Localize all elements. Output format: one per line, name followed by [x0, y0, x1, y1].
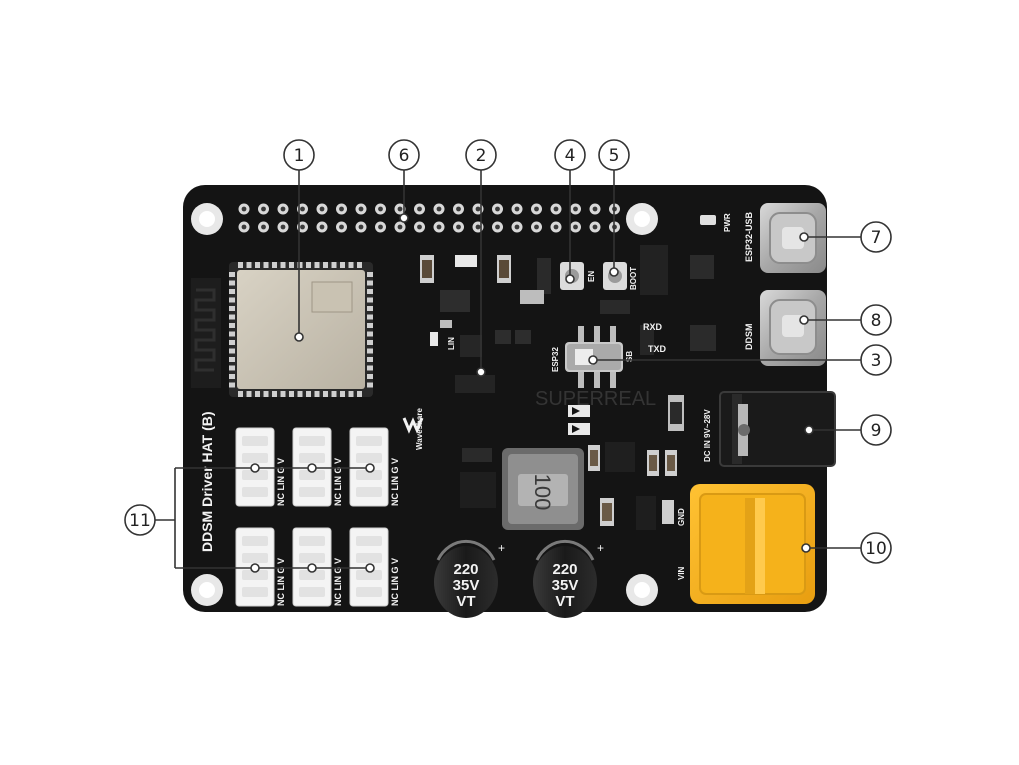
- silkscreen: DDSM Driver HAT (B) Waveshare ESP32-USB …: [199, 211, 754, 580]
- rxd-label: RXD: [643, 322, 663, 332]
- capacitor-right: 220 35V VT +: [533, 539, 604, 618]
- capacitor-left-line1: 220: [453, 561, 478, 578]
- capacitor-left-line2: 35V: [453, 577, 480, 594]
- callout-4: 4: [554, 139, 586, 171]
- callout-5: 5: [598, 139, 630, 171]
- callout-1: 1: [283, 139, 315, 171]
- connector-pin-labels: NC LIN G V: [276, 558, 286, 606]
- callout-lines: [155, 170, 861, 569]
- callout-11-number: 11: [129, 511, 151, 531]
- callout-7-number: 7: [871, 228, 882, 248]
- esp32-switch-label: ESP32: [551, 347, 560, 372]
- capacitor-left: 220 35V VT +: [434, 539, 505, 618]
- esp32-usb-label: ESP32-USB: [744, 211, 754, 262]
- servo-connector: NC LIN G V: [235, 527, 286, 607]
- usb-c-port-ddsm: [760, 290, 826, 366]
- callout-3: 3: [860, 344, 892, 376]
- vin-label: VIN: [677, 566, 686, 580]
- sb-label: SB: [625, 351, 634, 362]
- ddsm-label: DDSM: [744, 324, 754, 351]
- callout-6: 6: [388, 139, 420, 171]
- callout-10-number: 10: [865, 539, 887, 559]
- capacitor-left-plus: +: [498, 541, 505, 555]
- capacitor-right-plus: +: [597, 541, 604, 555]
- connector-pin-labels: NC LIN G V: [333, 558, 343, 606]
- callout-3-number: 3: [871, 351, 882, 371]
- dc-barrel-jack: [719, 391, 836, 467]
- txd-label: TXD: [648, 344, 667, 354]
- callout-2-number: 2: [476, 146, 487, 166]
- connector-pin-labels: NC LIN G V: [390, 558, 400, 606]
- dc-in-label: DC IN 9V~28V: [703, 409, 712, 462]
- callout-6-number: 6: [399, 146, 410, 166]
- capacitor-right-line2: 35V: [552, 577, 579, 594]
- callout-dots: [250, 213, 814, 573]
- boot-label: BOOT: [629, 267, 638, 290]
- capacitor-left-line3: VT: [456, 593, 475, 610]
- capacitor-right-line1: 220: [552, 561, 577, 578]
- capacitor-right-line3: VT: [555, 593, 574, 610]
- gnd-label: GND: [677, 508, 686, 526]
- brand-label: Waveshare: [415, 408, 424, 451]
- connector-pin-labels: NC LIN G V: [276, 458, 286, 506]
- en-label: EN: [587, 271, 596, 282]
- lin-label: LIN: [447, 337, 456, 350]
- product-name-label: DDSM Driver HAT (B): [199, 411, 215, 552]
- inductor-label: 100: [530, 474, 555, 511]
- callout-5-number: 5: [609, 146, 620, 166]
- callout-7: 7: [860, 221, 892, 253]
- waveshare-logo: Waveshare: [402, 408, 424, 451]
- connector-pin-labels: NC LIN G V: [390, 458, 400, 506]
- callout-8: 8: [860, 304, 892, 336]
- callout-markers: 1 2 3 4 5 6 7 8 9 10 11: [124, 139, 892, 564]
- esp32-module: [191, 262, 373, 397]
- mounting-holes: [191, 203, 658, 606]
- callout-4-number: 4: [565, 146, 576, 166]
- callout-9: 9: [860, 414, 892, 446]
- power-inductor: 100: [502, 448, 584, 530]
- connector-pin-labels: NC LIN G V: [333, 458, 343, 506]
- callout-9-number: 9: [871, 421, 882, 441]
- callout-11: 11: [124, 504, 156, 536]
- callout-8-number: 8: [871, 311, 882, 331]
- callout-1-number: 1: [294, 146, 305, 166]
- smd-components: [420, 215, 716, 530]
- callout-10: 10: [860, 532, 892, 564]
- usb-c-port-esp32: [760, 203, 826, 273]
- pwr-label: PWR: [723, 213, 732, 232]
- watermark-text: SUPERREAL: [535, 388, 656, 410]
- xt60-connector: [690, 484, 815, 604]
- callout-2: 2: [465, 139, 497, 171]
